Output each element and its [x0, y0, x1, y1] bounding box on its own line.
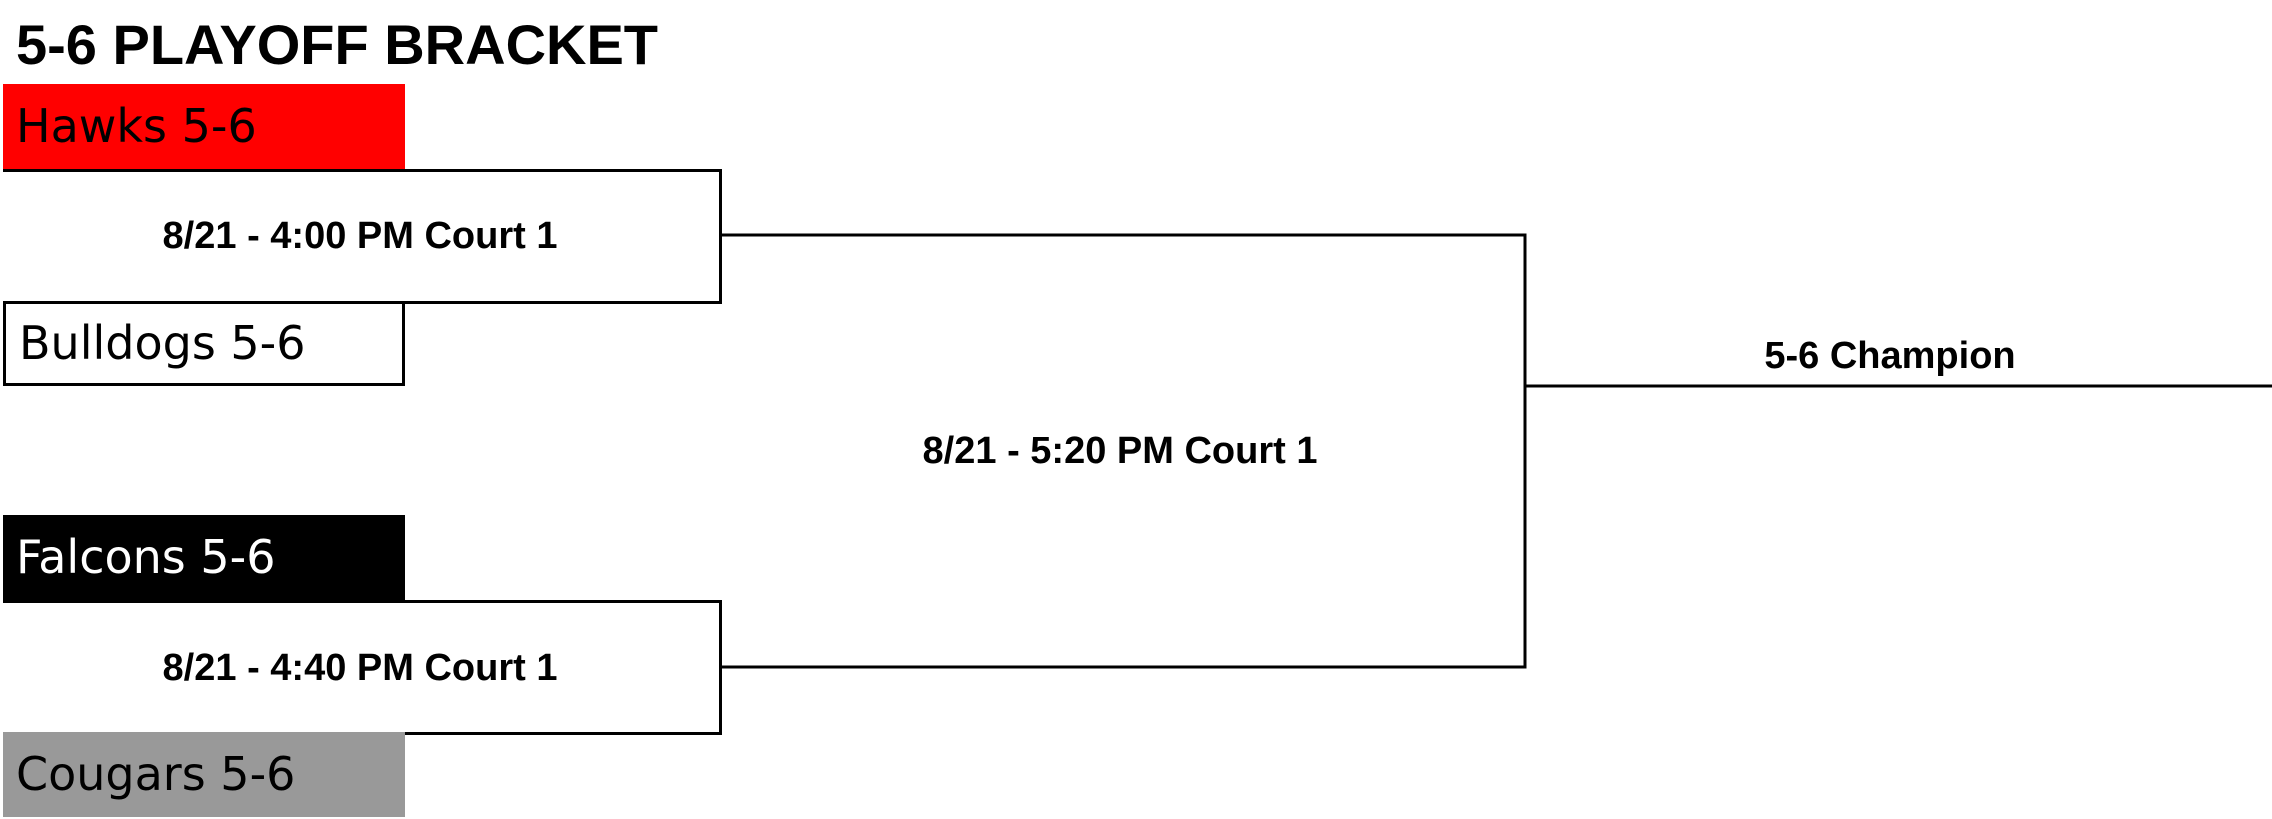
game-1-label: 8/21 - 4:00 PM Court 1	[162, 215, 558, 257]
team-slot-cougars: Cougars 5-6	[3, 732, 405, 817]
game-box-1	[3, 169, 722, 304]
champion-label: 5-6 Champion	[1764, 335, 2016, 377]
game-2-label: 8/21 - 4:40 PM Court 1	[162, 647, 558, 689]
page-title: 5-6 PLAYOFF BRACKET	[16, 13, 659, 76]
team-slot-bulldogs: Bulldogs 5-6	[3, 301, 405, 386]
team-slot-hawks: Hawks 5-6	[3, 84, 405, 169]
semifinal-connector	[722, 233, 1527, 669]
team-slot-falcons: Falcons 5-6	[3, 515, 405, 600]
final-game-label: 8/21 - 5:20 PM Court 1	[922, 430, 1318, 472]
